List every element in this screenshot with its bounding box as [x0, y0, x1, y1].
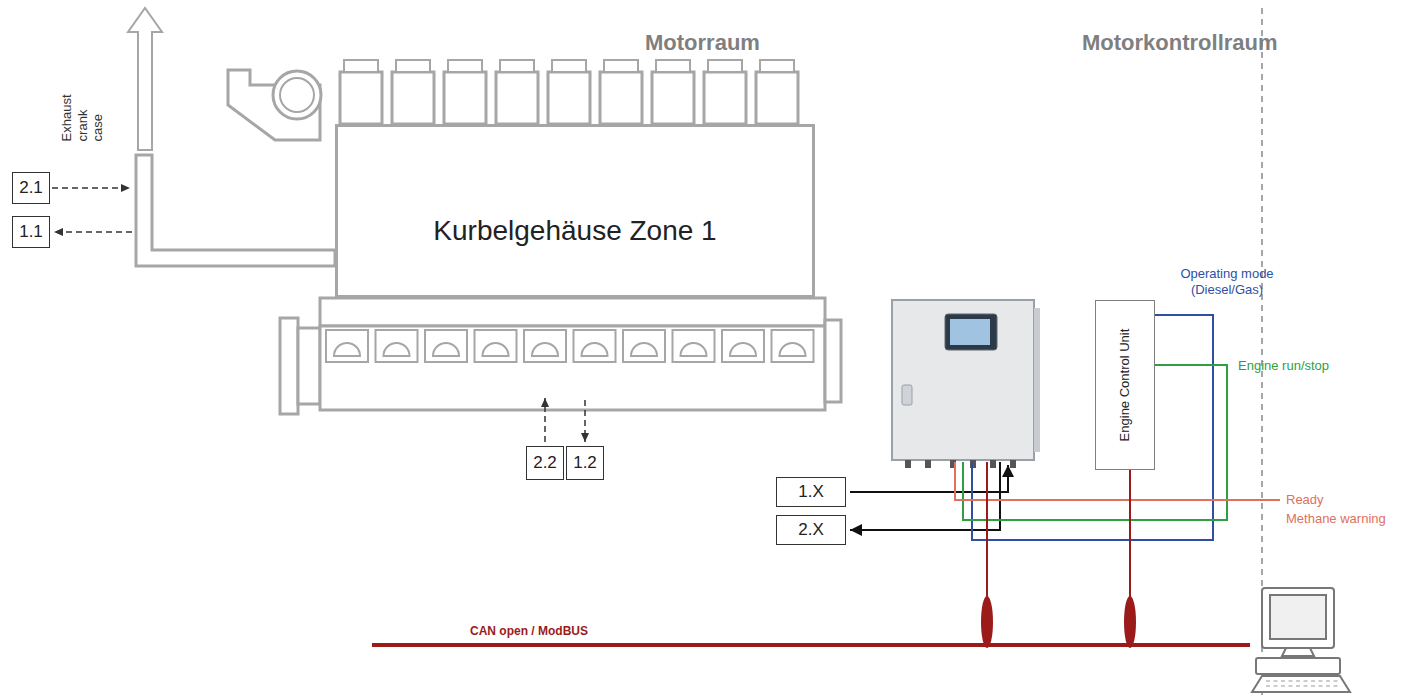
signal-label: Ready [1286, 492, 1396, 508]
keyboard-keys [1266, 681, 1338, 686]
node-label: Engine Control Unit [1117, 315, 1133, 455]
engine-frame [320, 298, 825, 326]
sample-arrow [52, 187, 130, 189]
crankcase-block: Kurbelgehäuse Zone 1 [335, 124, 815, 298]
callout-number: 2.1 [12, 172, 50, 204]
room-heading: Motorkontrollraum [1082, 30, 1322, 56]
turbocharger [228, 70, 320, 140]
crankcase-doors [326, 330, 814, 362]
callout-label: 1.2 [573, 453, 597, 473]
callout-label: 2.2 [533, 453, 557, 473]
exhaust-label: Exhaust crank case [59, 81, 106, 141]
cylinder-heads [340, 60, 798, 124]
callout-label: 1.1 [19, 222, 43, 242]
can-bus [372, 643, 1250, 647]
callout-label: 1.X [798, 482, 824, 502]
bus-coupler [981, 596, 993, 648]
callout-number: 1.2 [566, 446, 604, 480]
callout-number: 1.1 [12, 216, 50, 248]
control-cabinet [1034, 308, 1040, 452]
operating-mode-wire [972, 315, 1213, 540]
callout-label: 2.1 [19, 178, 43, 198]
node-label: Kurbelgehäuse Zone 1 [433, 215, 716, 247]
bus-coupler [1124, 596, 1136, 648]
callout-number: 2.2 [526, 446, 564, 480]
engine-flange [298, 328, 320, 404]
exhaust-pipe [136, 155, 335, 266]
control-cabinet [892, 300, 1034, 460]
engine-flange [280, 318, 298, 414]
callout-number: 1.X [776, 477, 846, 507]
turbocharger [280, 78, 314, 112]
sample-line [850, 465, 1008, 492]
bus-label: CAN open / ModBUS [470, 624, 670, 638]
computer [1252, 588, 1350, 692]
turbocharger [273, 71, 321, 119]
engine-flange [825, 320, 841, 402]
crankcase-lower [320, 326, 825, 410]
cabinet-display [945, 314, 997, 350]
control-unit-box: Engine Control Unit [1095, 300, 1155, 470]
callout-label: 2.X [798, 520, 824, 540]
callout-number: 2.X [776, 515, 846, 545]
sample-arrow [584, 400, 586, 442]
sample-arrow [54, 231, 132, 233]
signal-label: Methane warning [1286, 511, 1400, 527]
signal-label: Operating mode (Diesel/Gas) [1165, 266, 1289, 297]
sample-arrow [544, 398, 546, 442]
cabinet-display [950, 319, 990, 345]
room-heading: Motorraum [645, 30, 785, 56]
exhaust-arrow [128, 8, 162, 150]
signal-label: Engine run/stop [1238, 358, 1378, 374]
cabinet-lock [902, 385, 912, 405]
